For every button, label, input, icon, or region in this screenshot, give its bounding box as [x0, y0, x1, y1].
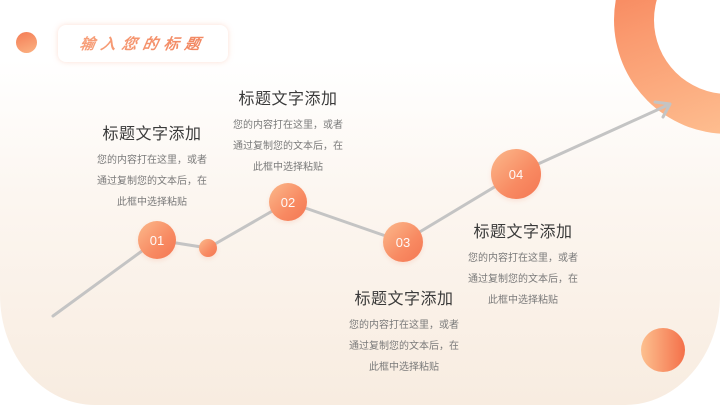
step-block-02: 标题文字添加 您的内容打在这里，或者 通过复制您的文本后，在 此框中选择粘贴 [218, 85, 358, 178]
step-heading: 标题文字添加 [473, 222, 573, 241]
step-block-04: 标题文字添加 您的内容打在这里，或者 通过复制您的文本后，在 此框中选择粘贴 [453, 218, 593, 311]
step-node-02[interactable]: 02 [269, 183, 307, 221]
step-number: 04 [508, 166, 524, 182]
step-number: 01 [149, 232, 165, 248]
step-node-03[interactable]: 03 [383, 222, 423, 262]
step-body: 您的内容打在这里，或者 通过复制您的文本后，在 此框中选择粘贴 [349, 320, 459, 373]
step-block-01: 标题文字添加 您的内容打在这里，或者 通过复制您的文本后，在 此框中选择粘贴 [82, 120, 222, 213]
step-node-01[interactable]: 01 [138, 221, 176, 259]
step-node-04[interactable]: 04 [491, 149, 541, 199]
step-heading: 标题文字添加 [238, 89, 338, 108]
decorative-dot-top-left [16, 32, 37, 53]
step-block-03: 标题文字添加 您的内容打在这里，或者 通过复制您的文本后，在 此框中选择粘贴 [334, 285, 474, 378]
title-box[interactable]: 输入您的标题 [58, 25, 228, 62]
step-body: 您的内容打在这里，或者 通过复制您的文本后，在 此框中选择粘贴 [233, 120, 343, 173]
step-heading: 标题文字添加 [354, 289, 454, 308]
step-body: 您的内容打在这里，或者 通过复制您的文本后，在 此框中选择粘贴 [97, 155, 207, 208]
step-body: 您的内容打在这里，或者 通过复制您的文本后，在 此框中选择粘贴 [468, 253, 578, 306]
step-number: 03 [395, 234, 411, 250]
decorative-dot-bottom-right [641, 328, 685, 372]
small-node-dot [199, 239, 217, 257]
background-panel [0, 60, 720, 405]
arrow-head-icon [653, 100, 672, 119]
step-number: 02 [280, 194, 296, 210]
step-heading: 标题文字添加 [102, 124, 202, 143]
